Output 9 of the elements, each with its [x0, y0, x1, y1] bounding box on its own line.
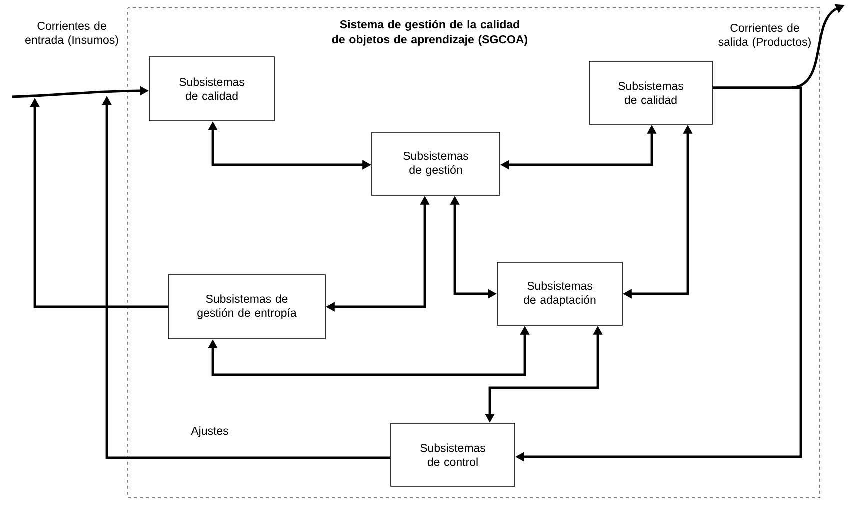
process-box: Subsistemas de control — [390, 423, 516, 487]
process-box: Subsistemas de gestión de entropía — [168, 274, 326, 340]
stream-label: Corrientes de salida (Productos) — [718, 24, 811, 48]
process-box: Subsistemas de adaptación — [497, 262, 623, 326]
edge-label: Ajustes — [190, 426, 230, 438]
process-box: Subsistemas de calidad — [149, 56, 275, 122]
process-box: Subsistemas de calidad — [589, 61, 713, 125]
stream-label: Corrientes de entrada (Insumos) — [26, 22, 118, 46]
process-box: Subsistemas de gestión — [372, 132, 500, 196]
